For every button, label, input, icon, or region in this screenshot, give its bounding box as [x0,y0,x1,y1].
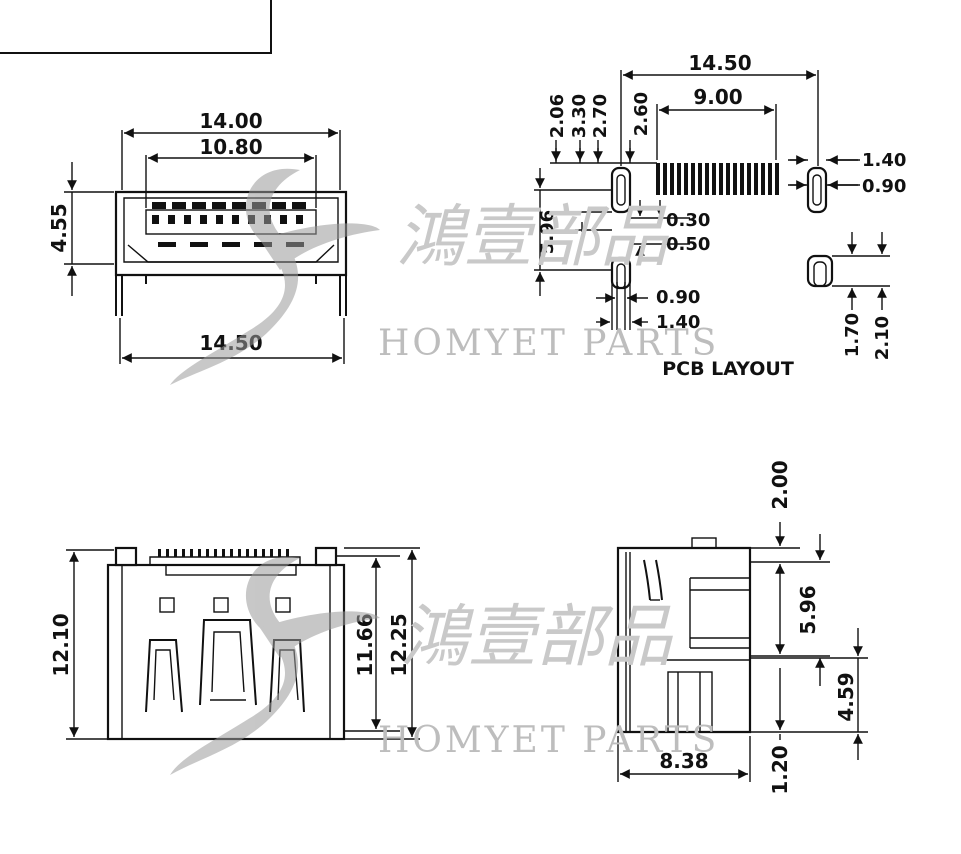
dim-pcb-270: 2.70 [590,94,611,138]
dim-side-596: 5.96 [796,585,820,634]
dim-bottom-left: 12.10 [49,613,73,676]
dim-side-838: 8.38 [659,749,708,773]
dim-bottom-right: 12.25 [387,613,411,676]
dim-pcb-140-top: 1.40 [862,150,906,171]
dim-pcb-140-bottom: 1.40 [656,312,700,333]
dim-pcb-pitch-span: 9.00 [693,85,742,109]
dim-front-top-outer: 14.00 [199,109,262,133]
dim-pcb-170: 1.70 [842,313,863,357]
watermark-logo-bottom [170,556,380,775]
dim-pcb-330: 3.30 [569,94,590,138]
dim-side-200: 2.00 [768,460,792,509]
pcb-layout-title: PCB LAYOUT [662,358,794,380]
watermark-english-top: HOMYET PARTS [378,323,719,364]
dim-pcb-030: 0.30 [666,210,710,231]
dim-pcb-050: 0.50 [666,234,710,255]
dim-pcb-596: 5.96 [537,210,558,254]
frame-box [0,0,272,54]
watermark-logo-top [170,168,380,385]
side-view [616,522,868,782]
dim-bottom-mid: 11.66 [353,613,377,676]
pcb-layout-view [534,70,890,330]
dim-side-459: 4.59 [834,672,858,721]
dim-front-left-height: 4.55 [47,203,71,252]
dim-pcb-210: 2.10 [872,316,893,360]
watermark-chinese-top: 鴻壹部品 [396,198,669,277]
dim-pcb-090-bottom: 0.90 [656,287,700,308]
dim-pcb-260: 2.60 [631,92,652,136]
dim-side-120: 1.20 [768,745,792,794]
watermark-english-bottom: HOMYET PARTS [378,720,719,761]
dim-pcb-090-top: 0.90 [862,176,906,197]
dim-pcb-206: 2.06 [547,94,568,138]
dim-pcb-overall: 14.50 [688,51,751,75]
watermark-chinese-bottom: 鴻壹部品 [400,598,673,677]
dim-front-top-inner: 10.80 [199,135,262,159]
